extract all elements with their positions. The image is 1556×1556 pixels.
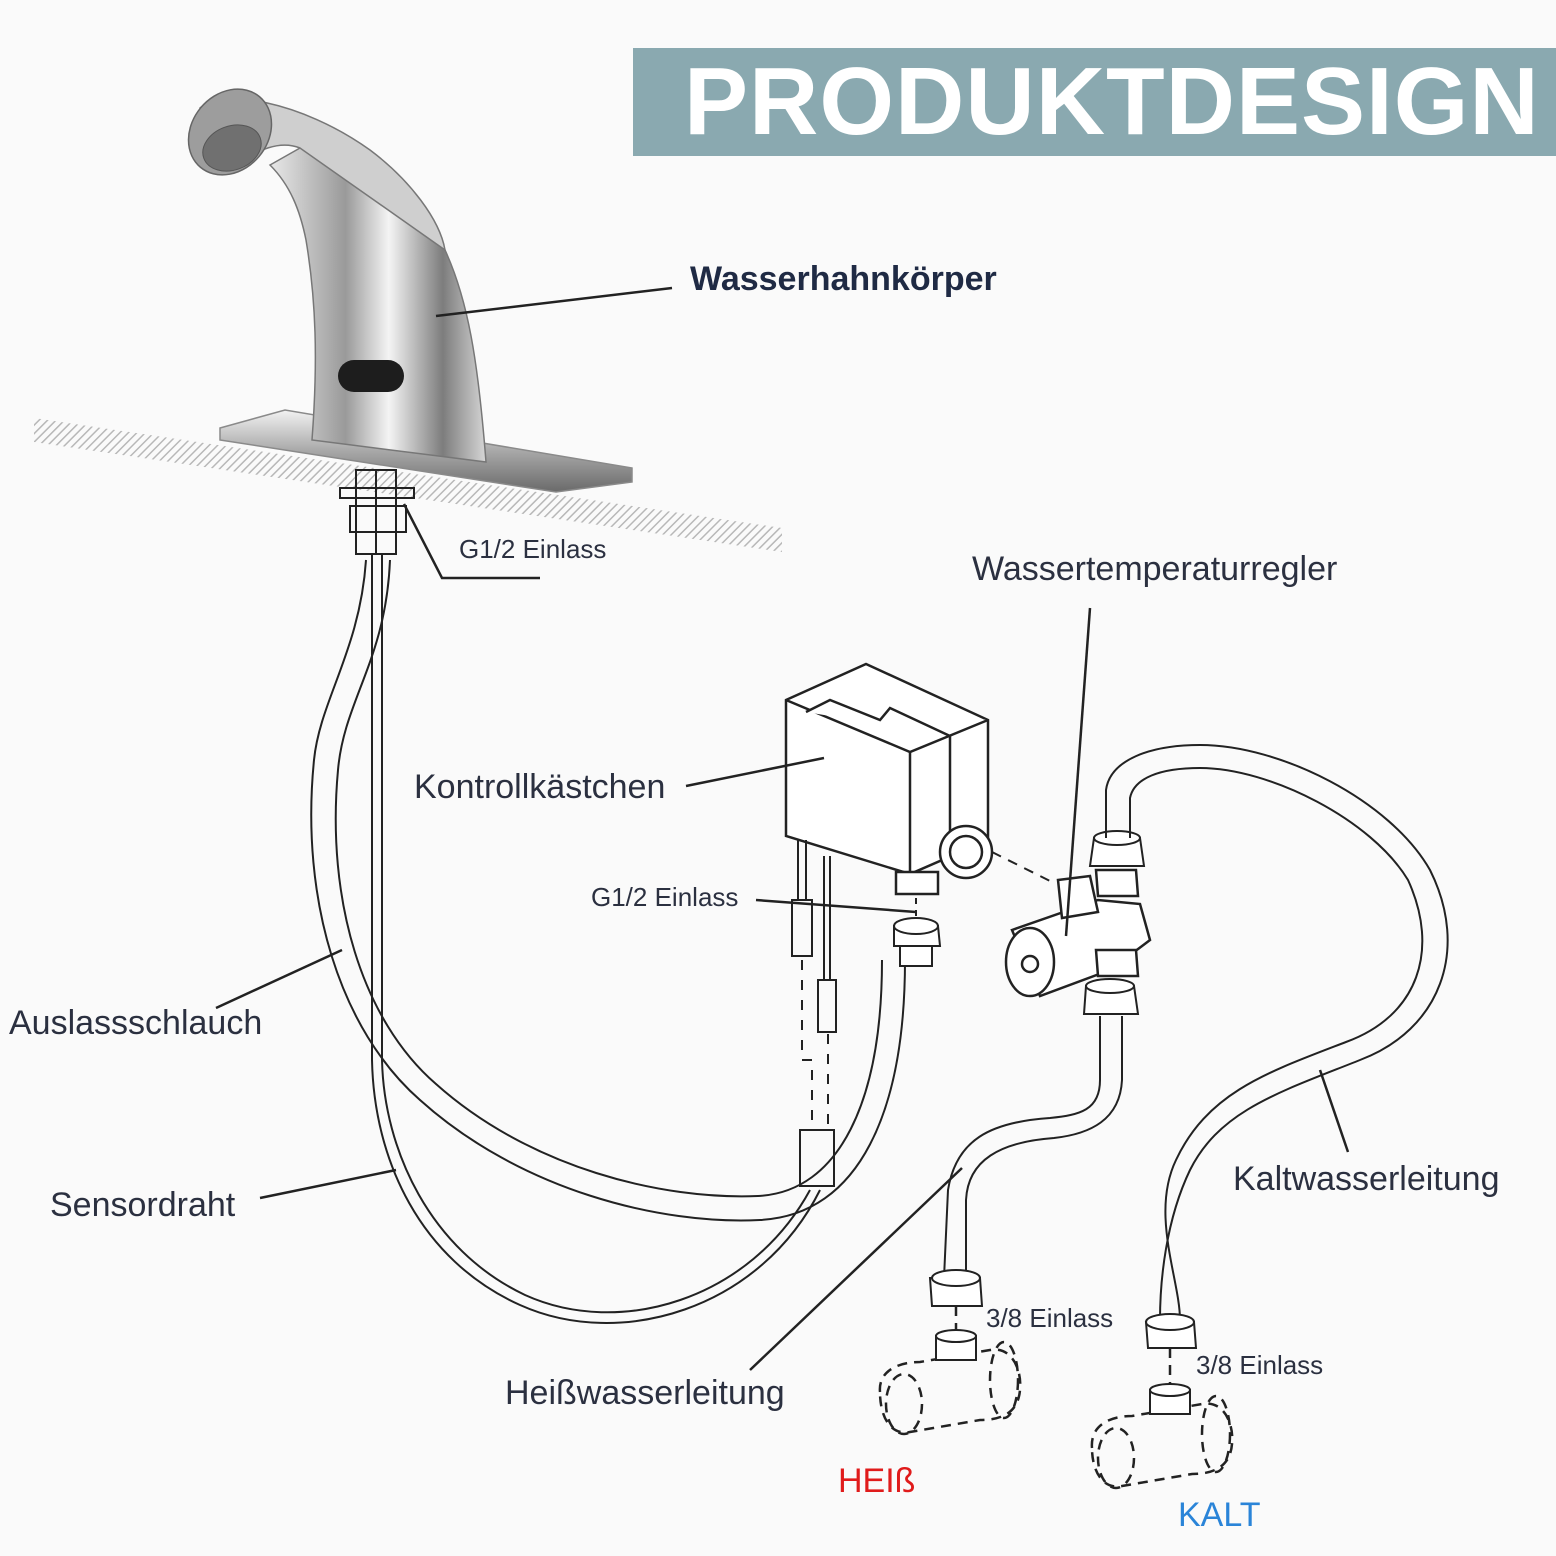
- label-cold: KALT: [1178, 1496, 1261, 1534]
- title-banner: [633, 48, 1556, 156]
- leader-hot-line: [749, 1167, 963, 1371]
- label-cold-line: Kaltwasserleitung: [1233, 1160, 1500, 1198]
- label-hot: HEIß: [838, 1462, 916, 1500]
- leader-lines: [215, 286, 1350, 1371]
- control-box: [784, 662, 994, 896]
- hot-valve: [878, 1306, 1022, 1436]
- faucet-body: [187, 88, 487, 463]
- label-outlet-hose: Auslassschlauch: [9, 1004, 263, 1042]
- cold-inlet-nut: [1144, 1313, 1198, 1349]
- label-hot-line: Heißwasserleitung: [505, 1374, 785, 1412]
- hot-valve-stub: [935, 1329, 977, 1361]
- label-inlet-cold: 3/8 Einlass: [1196, 1350, 1324, 1380]
- label-control-box: Kontrollkästchen: [414, 768, 666, 806]
- hot-inlet-nut: [928, 1269, 984, 1307]
- box-inlet-nut: [893, 898, 942, 967]
- leader-temp-regulator: [1064, 607, 1092, 937]
- leader-faucet-body: [435, 286, 673, 318]
- regulator-nuts: [1082, 830, 1146, 1015]
- leader-inlet-top: [402, 503, 540, 580]
- label-temp-regulator: Wassertemperaturregler: [972, 550, 1338, 588]
- leader-outlet-hose: [215, 948, 343, 1010]
- leader-sensor-wire: [259, 1168, 397, 1200]
- countertop: [34, 418, 782, 552]
- hot-water-line: [943, 1016, 1123, 1279]
- mounting-shank: [339, 469, 415, 555]
- temperature-regulator: [1004, 868, 1152, 998]
- box-to-regulator-link: [991, 851, 1057, 885]
- cold-valve-stub: [1149, 1383, 1191, 1415]
- cold-valve: [1090, 1348, 1234, 1490]
- page-title: PRODUKTDESIGN: [684, 48, 1540, 155]
- label-inlet-top: G1/2 Einlass: [459, 534, 607, 564]
- sensor-wire: [371, 554, 821, 1324]
- leader-cold-line: [1318, 1069, 1350, 1153]
- label-sensor-wire: Sensordraht: [50, 1186, 236, 1224]
- outlet-hose: [310, 559, 906, 1222]
- label-inlet-box: G1/2 Einlass: [591, 882, 739, 912]
- leader-control-box: [685, 756, 825, 788]
- leader-inlet-box: [755, 898, 917, 914]
- label-inlet-hot: 3/8 Einlass: [986, 1303, 1114, 1333]
- cold-water-line: [1105, 743, 1449, 1321]
- label-faucet-body: Wasserhahnkörper: [690, 260, 997, 298]
- control-box-wires: [791, 840, 837, 1187]
